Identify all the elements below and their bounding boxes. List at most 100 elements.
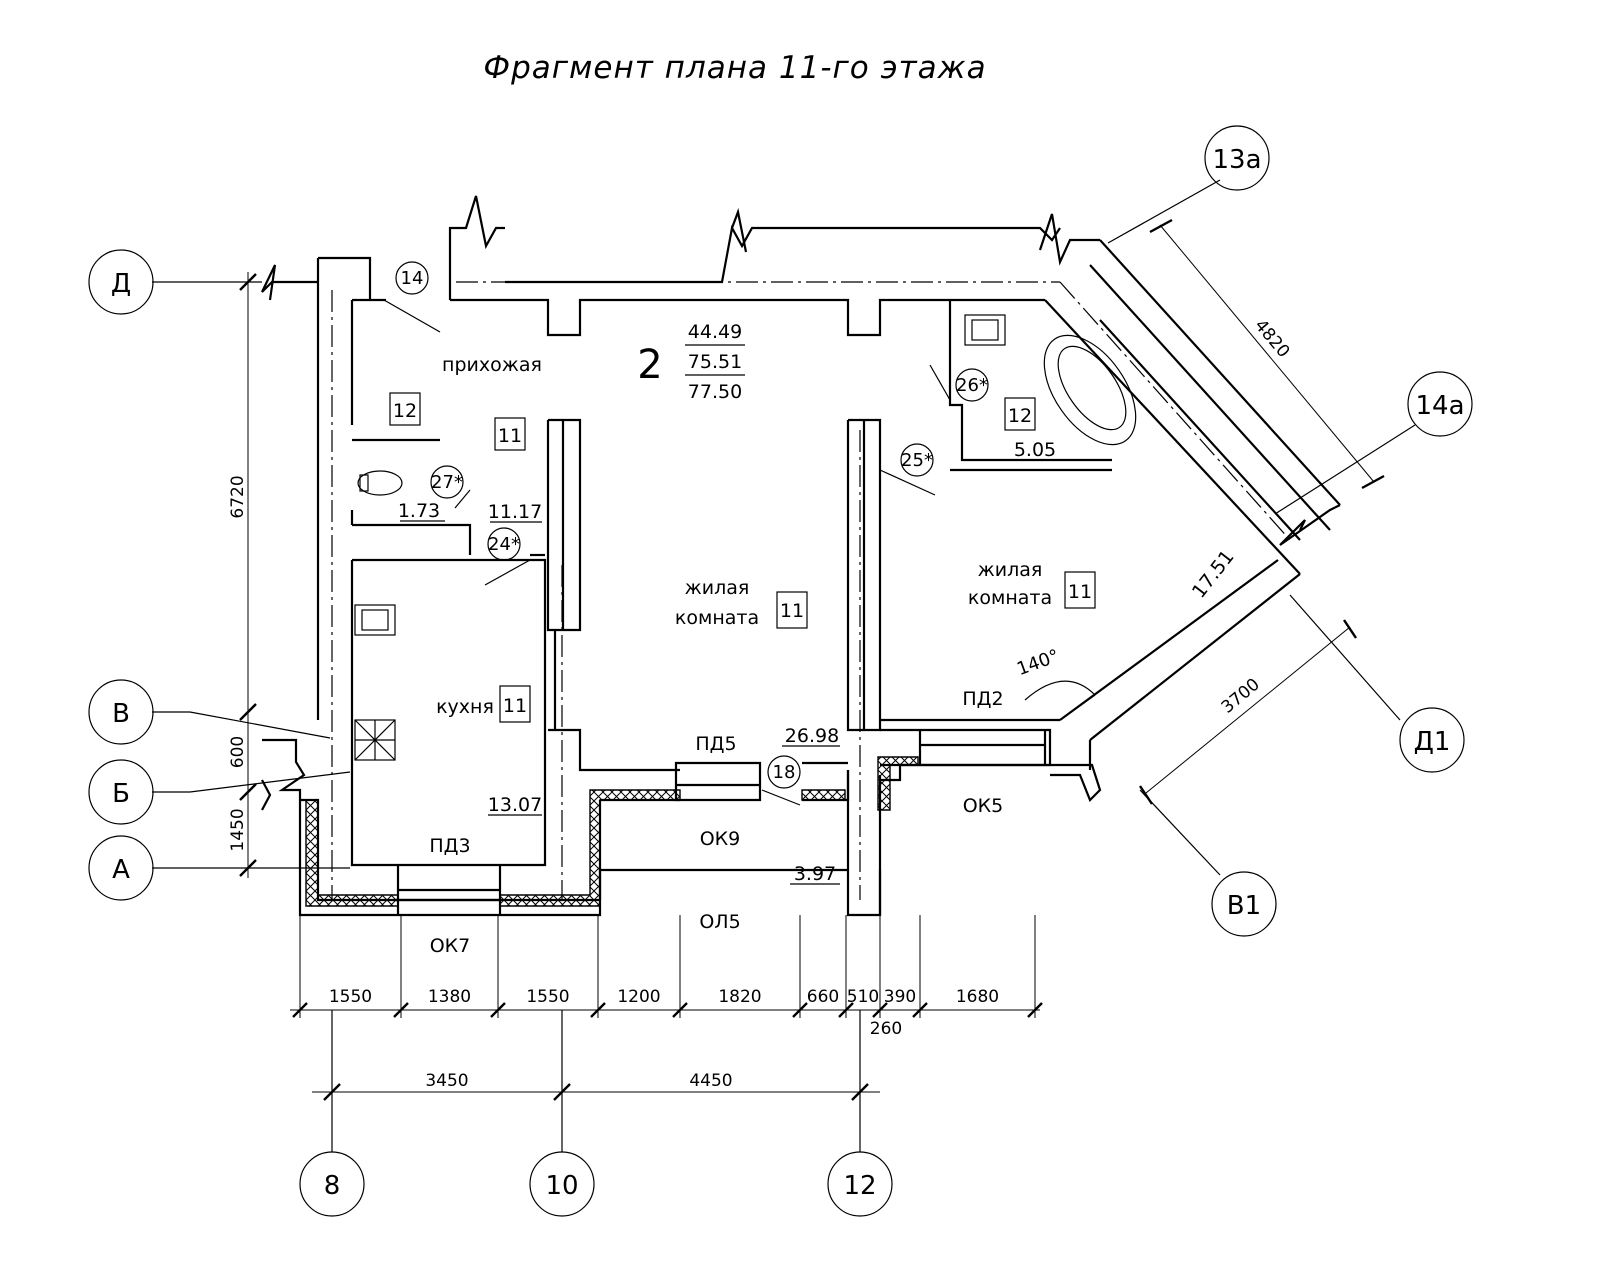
bathtub-icon (1043, 334, 1137, 446)
angle-label: 140° (1014, 646, 1062, 681)
fixtures (354, 314, 1137, 761)
bath-area: 5.05 (1014, 439, 1056, 461)
axis-bubble-10: 10 (529, 1151, 595, 1217)
dim-tick (792, 1002, 808, 1018)
opening-pd3: ПД3 (429, 835, 470, 857)
svg-text:Д: Д (111, 269, 131, 299)
hall-code: 11 (498, 425, 522, 447)
dim-tick (672, 1002, 688, 1018)
axis-bubble-v: В (88, 679, 154, 745)
dim-chain-label: 1380 (428, 987, 471, 1007)
apartment-number: 2 (637, 342, 662, 388)
dim-tick (872, 1002, 888, 1018)
dim-chain-label: 1820 (718, 987, 761, 1007)
axis-bubble-8: 8 (299, 1151, 365, 1217)
dim-tick (590, 1002, 606, 1018)
axis-bubble-13a: 13а (1204, 125, 1270, 191)
svg-text:8: 8 (324, 1171, 341, 1201)
living2-code: 11 (1068, 581, 1092, 603)
loggia-area: 3.97 (794, 863, 836, 885)
svg-text:10: 10 (545, 1171, 578, 1201)
dim-1450: 1450 (228, 808, 248, 851)
axis-lines (152, 179, 1416, 1152)
axis-bubble-12: 12 (827, 1151, 893, 1217)
dim-tick (838, 1002, 854, 1018)
dim-tick (393, 1002, 409, 1018)
opening-pd5: ПД5 (695, 733, 736, 755)
wc-code: 12 (393, 400, 417, 422)
svg-text:В1: В1 (1227, 891, 1261, 921)
bath-code: 12 (1008, 405, 1032, 427)
area-total: 75.51 (688, 351, 742, 373)
opening-ok7: ОК7 (430, 935, 471, 957)
living1-label-2: комната (675, 607, 759, 629)
area-with-balcony: 77.50 (688, 381, 742, 403)
dim-tick (292, 1002, 308, 1018)
mark-25: 25* (901, 450, 933, 471)
dim-tick (1027, 1002, 1043, 1018)
axis-bubble-b: Б (88, 759, 154, 825)
living1-code: 11 (780, 600, 804, 622)
mark-18: 18 (773, 762, 796, 783)
opening-ok9: ОК9 (700, 828, 741, 850)
door-marks: 14 18 24* 25* 26* 27* (395, 261, 989, 789)
door-swings (383, 299, 1096, 806)
area-living: 44.49 (688, 321, 742, 343)
dim-6720: 6720 (228, 475, 248, 518)
washbasin-icon (964, 314, 1006, 346)
opening-pd2: ПД2 (962, 688, 1003, 710)
dim-chain-label: 510 (847, 987, 879, 1007)
dim-chain-label: 1200 (617, 987, 660, 1007)
dim-tick (490, 1002, 506, 1018)
sink-icon (354, 604, 396, 636)
svg-text:13а: 13а (1212, 145, 1261, 175)
svg-text:В: В (112, 699, 130, 729)
insulation-hatching (305, 756, 919, 907)
living2-label-1: жилая (978, 559, 1043, 581)
dim-4820: 4820 (1250, 316, 1293, 362)
axis-bubble-v1: В1 (1211, 871, 1277, 937)
svg-text:12: 12 (843, 1171, 876, 1201)
kitchen-area: 13.07 (488, 794, 542, 816)
axis-bubble-a: А (88, 835, 154, 901)
axis-bubbles: Д В Б А 8 10 12 13а 14а Д1 В1 (88, 125, 1473, 1217)
mark-27: 27* (431, 472, 463, 493)
axis-bubble-d1: Д1 (1399, 707, 1465, 773)
hall-area: 11.17 (488, 501, 542, 523)
dim-chain-label: 1680 (956, 987, 999, 1007)
dim-4450: 4450 (689, 1071, 732, 1091)
living1-label-1: жилая (685, 577, 750, 599)
dim-3700: 3700 (1218, 675, 1264, 718)
mark-26: 26* (956, 375, 988, 396)
kitchen-label: кухня (436, 696, 494, 718)
svg-text:А: А (112, 855, 130, 885)
living1-area: 26.98 (785, 725, 839, 747)
svg-text:Б: Б (112, 779, 130, 809)
room-labels: 2 44.49 75.51 77.50 прихожая 11 11.17 12… (389, 321, 1239, 885)
dim-chain-label: 1550 (526, 987, 569, 1007)
dim-chain-label: 390 (884, 987, 916, 1007)
axis-bubble-14a: 14а (1407, 371, 1473, 437)
opening-ol5: ОЛ5 (699, 911, 740, 933)
dimensions: 6720 600 1450 1550 1380 1550 1200 1820 660 510… (228, 218, 1385, 1101)
kitchen-code: 11 (503, 695, 527, 717)
dim-tick (912, 1002, 928, 1018)
walls (261, 195, 1341, 917)
dim-chain-label: 1550 (329, 987, 372, 1007)
axis-bubble-d: Д (88, 249, 154, 315)
toilet-icon (357, 470, 403, 496)
wc-area: 1.73 (398, 500, 440, 522)
drawing-title: Фрагмент плана 11-го этажа (483, 50, 986, 86)
dim-260: 260 (870, 1019, 902, 1039)
dim-chain-label: 660 (807, 987, 839, 1007)
dim-600: 600 (228, 736, 248, 768)
mark-14: 14 (401, 268, 424, 289)
svg-text:14а: 14а (1415, 391, 1464, 421)
opening-ok5: ОК5 (963, 795, 1004, 817)
living2-label-2: комната (968, 587, 1052, 609)
dim-3450: 3450 (425, 1071, 468, 1091)
hall-label: прихожая (442, 354, 542, 376)
stove-icon (354, 719, 396, 761)
mark-24: 24* (488, 534, 520, 555)
